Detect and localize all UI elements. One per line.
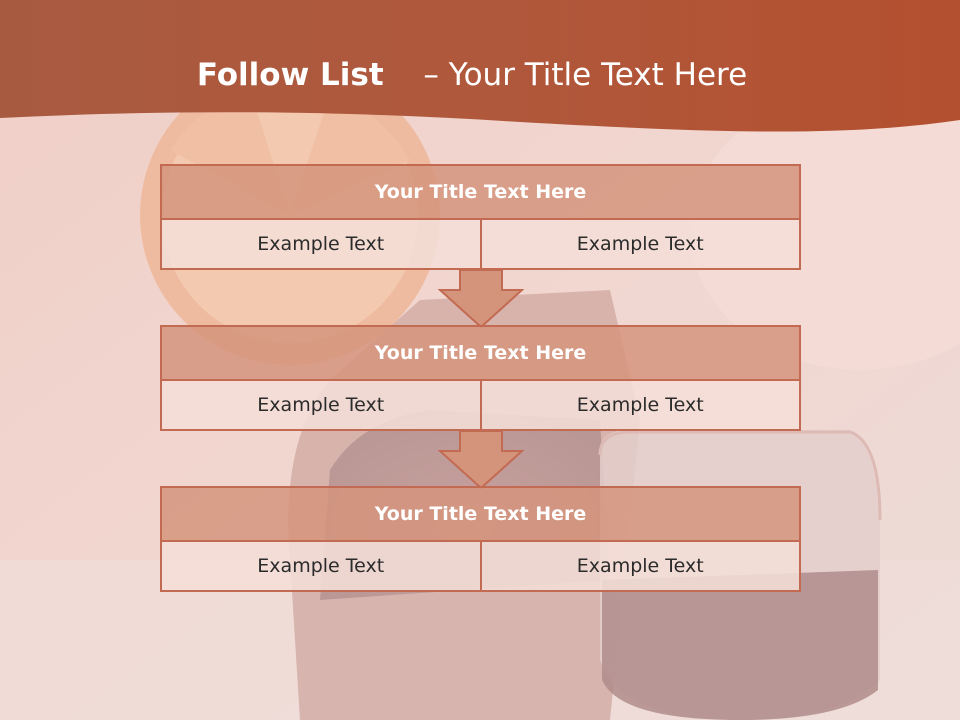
step-cell-right: Example Text bbox=[481, 381, 801, 431]
step-block-3: Your Title Text Here Example Text Exampl… bbox=[160, 486, 801, 592]
step-title: Your Title Text Here bbox=[160, 325, 801, 381]
down-arrow-icon bbox=[438, 431, 524, 489]
step-cell-right: Example Text bbox=[481, 220, 801, 270]
down-arrow-icon bbox=[438, 270, 524, 328]
step-cell-left: Example Text bbox=[160, 542, 482, 592]
step-row: Example Text Example Text bbox=[160, 381, 801, 431]
title-rest-text: Your Title Text Here bbox=[448, 57, 748, 93]
step-title: Your Title Text Here bbox=[160, 164, 801, 220]
step-row: Example Text Example Text bbox=[160, 220, 801, 270]
step-row: Example Text Example Text bbox=[160, 542, 801, 592]
header-banner bbox=[0, 0, 960, 132]
slide-title: Follow List – Your Title Text Here bbox=[0, 52, 944, 98]
title-bold-text: Follow List bbox=[196, 57, 384, 93]
step-block-2: Your Title Text Here Example Text Exampl… bbox=[160, 325, 801, 431]
step-cell-right: Example Text bbox=[481, 542, 801, 592]
step-block-1: Your Title Text Here Example Text Exampl… bbox=[160, 164, 801, 270]
step-cell-left: Example Text bbox=[160, 381, 482, 431]
step-cell-left: Example Text bbox=[160, 220, 482, 270]
title-separator: – bbox=[423, 57, 439, 93]
step-title: Your Title Text Here bbox=[160, 486, 801, 542]
